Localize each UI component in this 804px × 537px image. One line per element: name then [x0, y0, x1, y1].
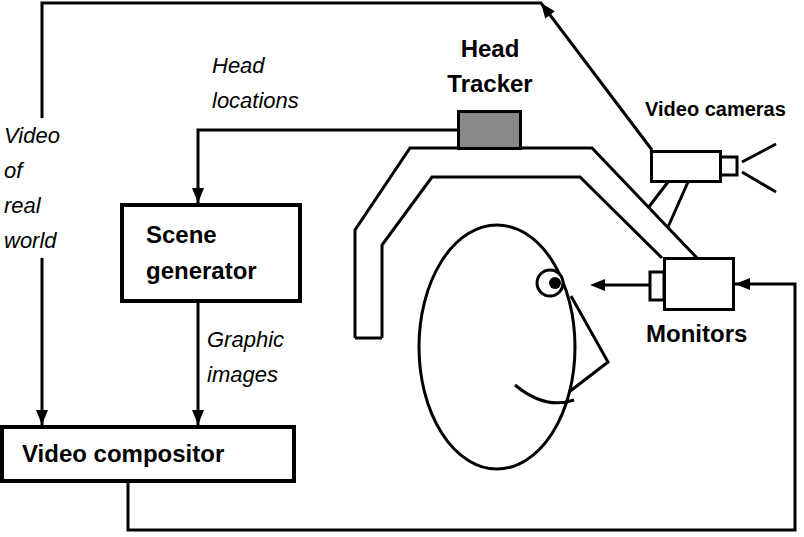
edge-label: Graphic images: [207, 322, 317, 392]
head-outline: [419, 225, 575, 469]
process-box: Video compositor: [0, 425, 296, 483]
arrowhead: [36, 410, 48, 425]
tracker-box: [457, 110, 522, 150]
connector: [198, 130, 457, 203]
arrowhead: [735, 278, 750, 290]
node-label: Video cameras: [645, 94, 786, 124]
mouth: [515, 385, 574, 403]
edge-label: Video of real world: [4, 118, 64, 258]
monitor-lens: [650, 272, 664, 300]
arrowhead: [541, 3, 555, 19]
monitor-box: [663, 257, 735, 311]
arrowhead: [192, 188, 204, 203]
monitor: Monitors: [640, 255, 800, 351]
node-label: Scene generator: [146, 217, 276, 289]
view-arrow: [602, 284, 650, 287]
video-camera: Video cameras: [645, 94, 802, 186]
process-box: Scene generator: [120, 203, 302, 303]
nose: [569, 296, 608, 392]
arrowhead: [192, 410, 204, 425]
connector: [197, 303, 200, 425]
node-label: Video compositor: [22, 439, 274, 469]
pupil: [549, 277, 561, 289]
eye: [537, 270, 563, 296]
camera-strut: [648, 182, 668, 208]
camera-box: [650, 150, 722, 183]
connector: [42, 3, 652, 425]
headset-frame: [355, 337, 382, 340]
arrowhead: [590, 279, 605, 291]
edge-label: Head locations: [212, 48, 337, 118]
view-ray: [742, 144, 776, 162]
node-label: Head Tracker: [435, 31, 545, 101]
connector: [128, 284, 795, 530]
node-label: Monitors: [646, 319, 747, 349]
head-tracker: Head Tracker: [420, 30, 560, 152]
view-ray: [742, 172, 776, 192]
camera-lens: [720, 157, 737, 175]
camera-strut: [668, 182, 688, 227]
